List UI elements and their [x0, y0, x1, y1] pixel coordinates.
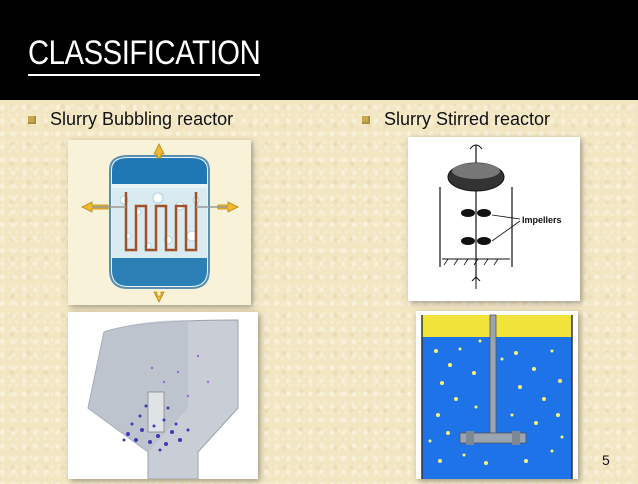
bubbling-reactor-illustration: [68, 140, 251, 305]
stirred-reactor-tank: [416, 311, 578, 479]
page-number: 5: [602, 452, 610, 468]
title-underline: [28, 74, 260, 76]
impellers-label: Impellers: [522, 215, 562, 225]
slide-title: CLASSIFICATION: [28, 34, 261, 72]
title-bar: CLASSIFICATION: [0, 0, 638, 100]
bullet-slurry-stirred: Slurry Stirred reactor: [362, 109, 550, 130]
stirred-reactor-schematic: Impellers: [408, 137, 580, 301]
bullet-label: Slurry Stirred reactor: [384, 109, 551, 129]
bullet-square-icon: [362, 115, 370, 124]
bullet-slurry-bubbling: Slurry Bubbling reactor: [28, 109, 233, 130]
bullet-square-icon: [28, 115, 36, 124]
bubbling-reactor-render: [68, 312, 258, 480]
bullet-label: Slurry Bubbling reactor: [50, 109, 234, 129]
